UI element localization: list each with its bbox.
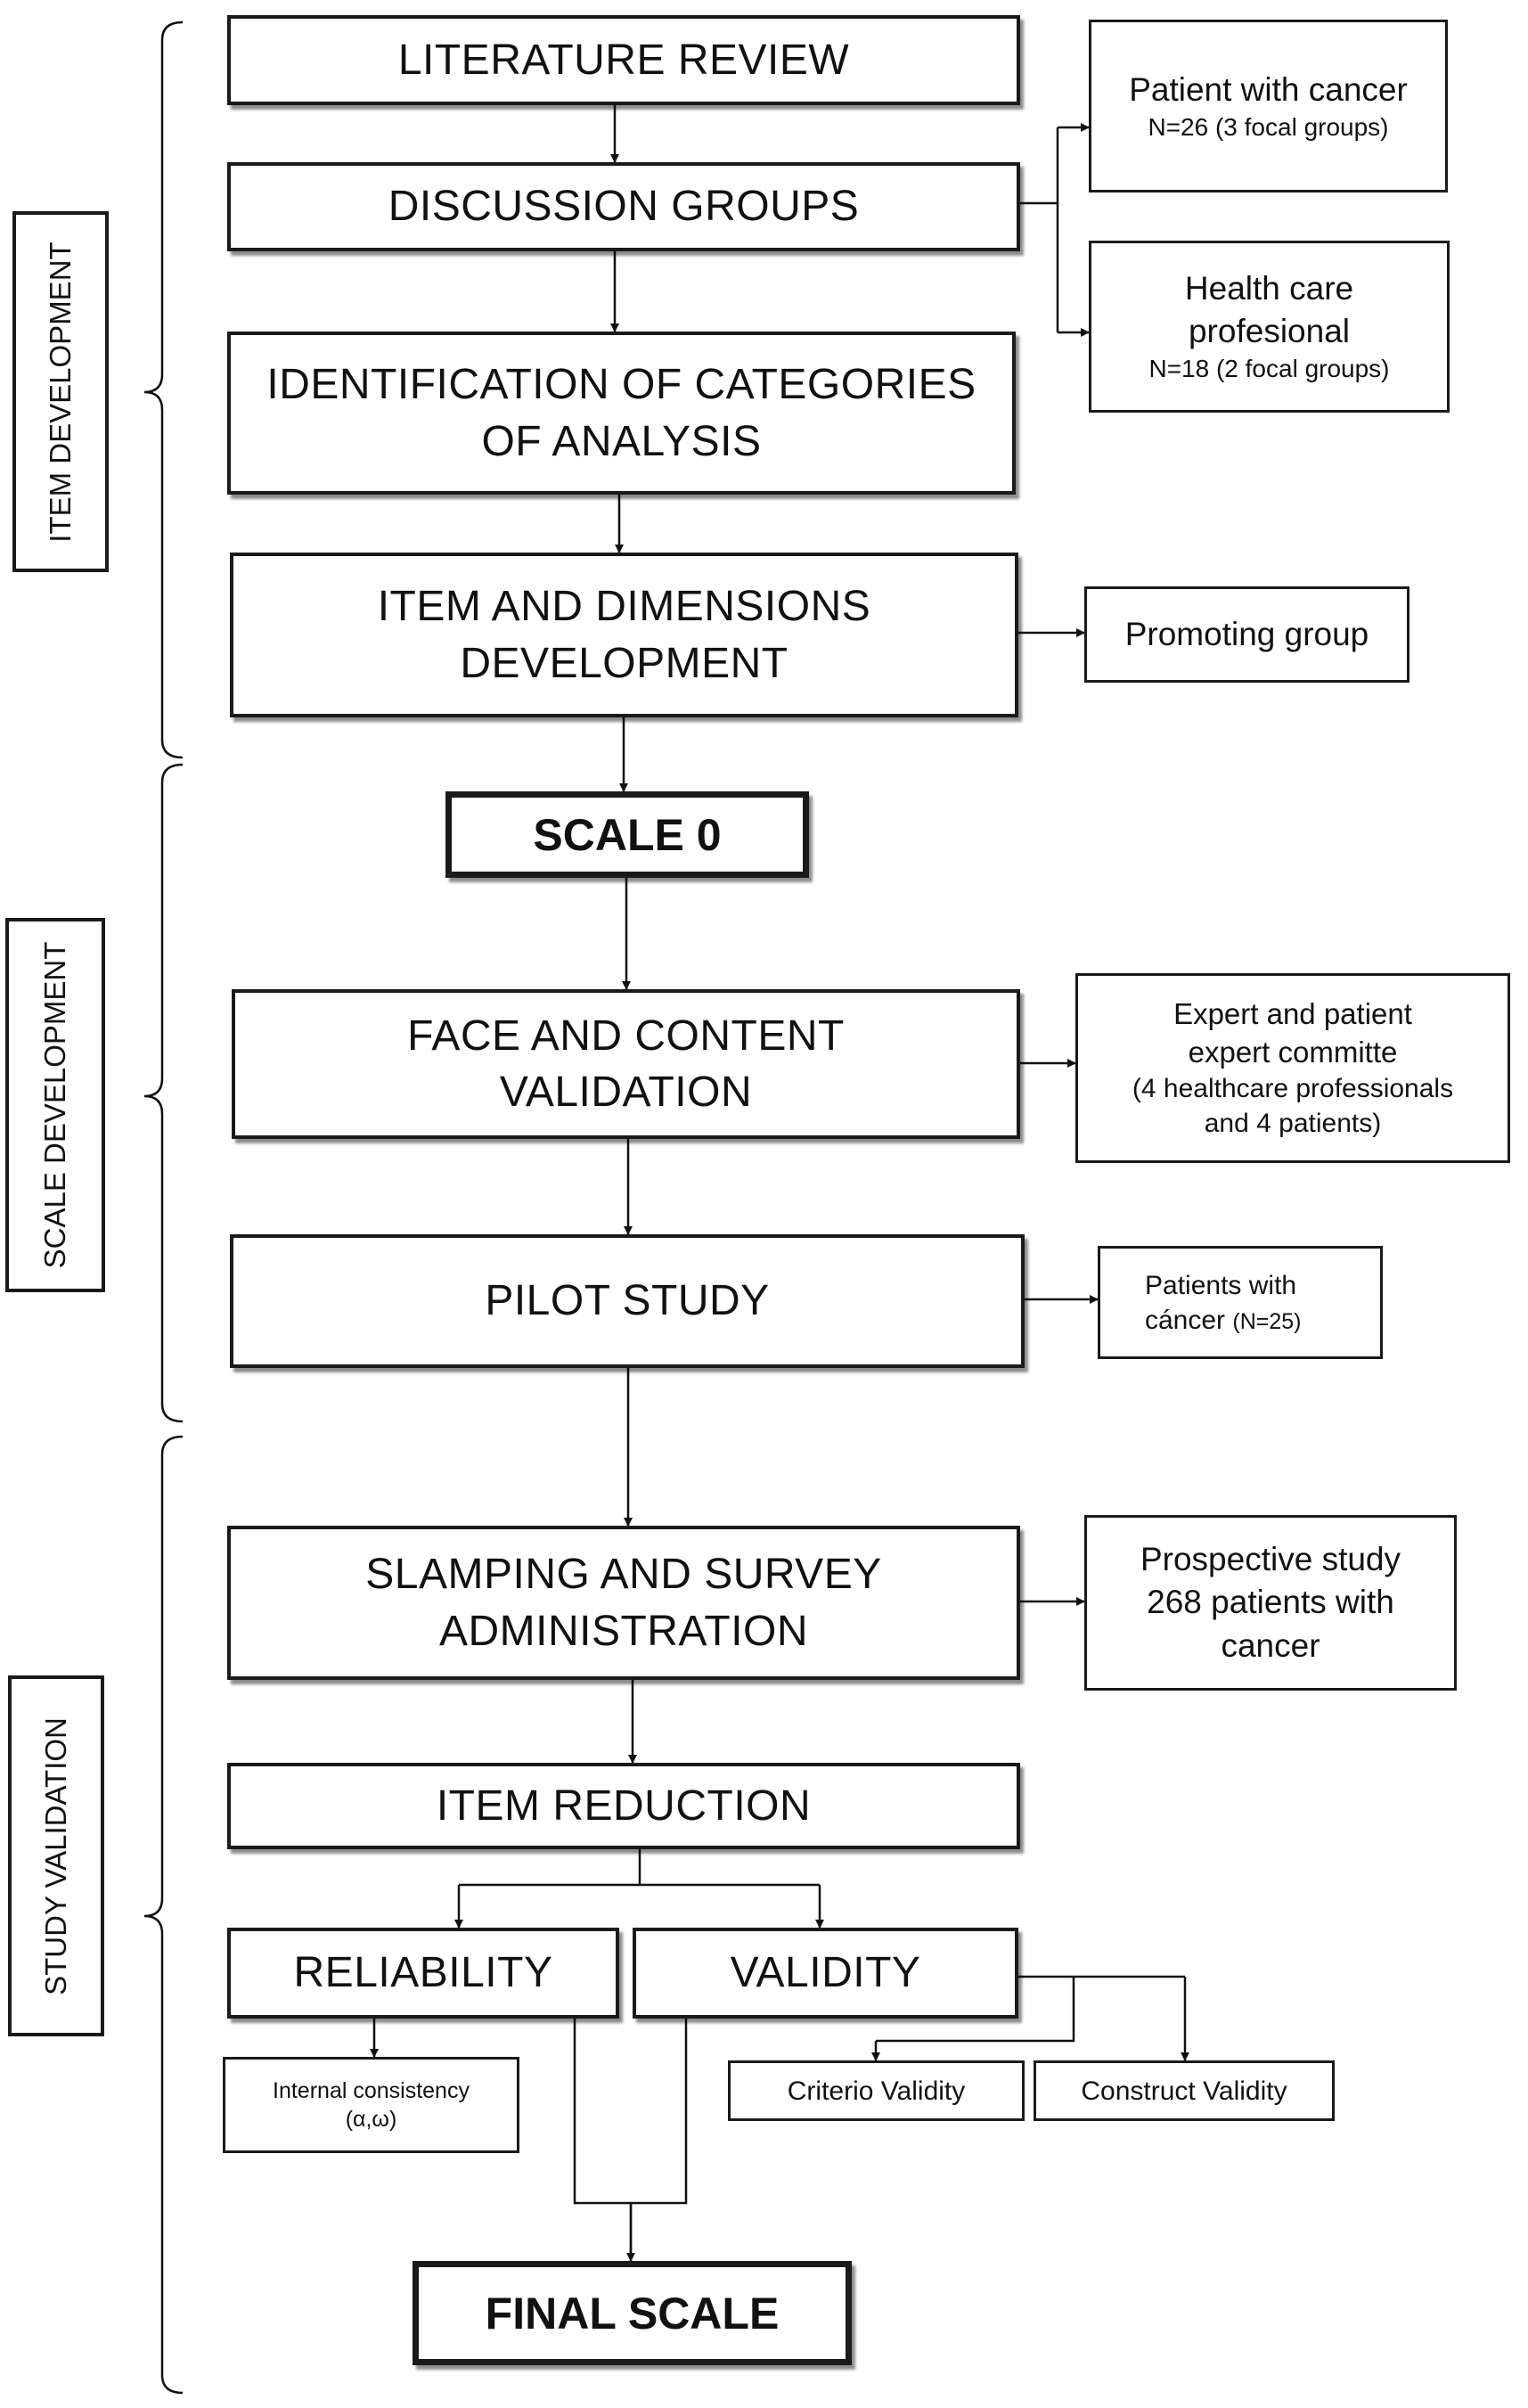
literature-review-label: LITERATURE REVIEW <box>397 36 850 84</box>
pilot-patients-line-2-wrap: cáncer (N=25) <box>1145 1303 1302 1338</box>
expert-line-2: expert committe <box>1188 1035 1398 1069</box>
step-scale-0: SCALE 0 <box>445 791 809 878</box>
expert-line-4: and 4 patients) <box>1204 1109 1382 1139</box>
connector-reduction-split <box>459 1849 820 1887</box>
pilot-patients-line-1: Patients with <box>1145 1270 1297 1300</box>
note-prospective-study: Prospective study 268 patients with canc… <box>1084 1515 1457 1691</box>
final-scale-label: FINAL SCALE <box>485 2288 780 2338</box>
promoting-group-label: Promoting group <box>1124 615 1369 652</box>
face-content-line-2: VALIDATION <box>499 1069 753 1116</box>
health-care-line-2: profesional <box>1188 313 1350 350</box>
phase-scale-development-text: SCALE DEVELOPMENT <box>38 941 71 1269</box>
validity-label: VALIDITY <box>730 1949 921 1997</box>
step-face-content-validation: FACE AND CONTENT VALIDATION <box>232 989 1020 1139</box>
patient-cancer-title: Patient with cancer <box>1129 70 1408 108</box>
step-identification-categories: IDENTIFICATION OF CATEGORIES OF ANALYSIS <box>227 332 1016 495</box>
phase-label-study-validation: STUDY VALIDATION <box>8 1675 104 2036</box>
pilot-study-label: PILOT STUDY <box>485 1277 770 1325</box>
step-reliability: RELIABILITY <box>227 1928 619 2019</box>
step-validity: VALIDITY <box>633 1928 1018 2019</box>
expert-line-3: (4 healthcare professionals <box>1132 1074 1454 1104</box>
note-internal-consistency: Internal consistency (α,ω) <box>223 2057 519 2153</box>
phase-item-development-text: ITEM DEVELOPMENT <box>44 241 77 543</box>
note-promoting-group: Promoting group <box>1084 586 1410 683</box>
health-care-line-1: Health care <box>1184 270 1354 307</box>
connector-validity-split <box>876 1975 1185 2043</box>
bracket-scale-development <box>143 763 184 1423</box>
bracket-study-validation <box>143 1435 184 2395</box>
item-dimensions-line-2: DEVELOPMENT <box>460 639 789 687</box>
reliability-label: RELIABILITY <box>293 1949 553 1997</box>
step-final-scale: FINAL SCALE <box>413 2261 852 2365</box>
note-criterio-validity: Criterio Validity <box>728 2060 1025 2121</box>
phase-label-item-development: ITEM DEVELOPMENT <box>12 211 109 572</box>
note-patient-with-cancer: Patient with cancer N=26 (3 focal groups… <box>1089 20 1448 192</box>
note-expert-committee: Expert and patient expert committe (4 he… <box>1075 973 1510 1163</box>
note-pilot-patients: Patients with cáncer (N=25) <box>1098 1246 1383 1359</box>
identification-line-1: IDENTIFICATION OF CATEGORIES <box>266 361 976 409</box>
item-dimensions-line-1: ITEM AND DIMENSIONS <box>377 583 871 631</box>
step-discussion-groups: DISCUSSION GROUPS <box>227 162 1020 251</box>
step-item-dimensions-development: ITEM AND DIMENSIONS DEVELOPMENT <box>230 553 1018 717</box>
slamping-line-1: SLAMPING AND SURVEY <box>365 1551 882 1599</box>
step-literature-review: LITERATURE REVIEW <box>227 15 1020 105</box>
pilot-patients-line-2: cáncer <box>1145 1305 1226 1335</box>
scale-0-label: SCALE 0 <box>533 809 722 860</box>
patient-cancer-detail: N=26 (3 focal groups) <box>1148 112 1389 141</box>
construct-validity-label: Construct Validity <box>1081 2076 1287 2106</box>
phase-label-scale-development: SCALE DEVELOPMENT <box>5 918 105 1292</box>
phase-study-validation-text: STUDY VALIDATION <box>39 1716 72 1995</box>
criterio-validity-label: Criterio Validity <box>787 2076 966 2106</box>
pilot-patients-n: (N=25) <box>1232 1308 1302 1334</box>
prospective-line-1: Prospective study <box>1140 1541 1401 1578</box>
internal-consistency-line-2: (α,ω) <box>345 2107 397 2132</box>
health-care-detail: N=18 (2 focal groups) <box>1148 355 1390 383</box>
identification-line-2: OF ANALYSIS <box>481 417 762 465</box>
face-content-line-1: FACE AND CONTENT <box>407 1012 845 1060</box>
step-pilot-study: PILOT STUDY <box>230 1234 1025 1368</box>
internal-consistency-line-1: Internal consistency <box>273 2077 470 2103</box>
prospective-line-3: cancer <box>1221 1626 1320 1664</box>
step-item-reduction: ITEM REDUCTION <box>227 1763 1020 1849</box>
expert-line-1: Expert and patient <box>1173 996 1412 1030</box>
slamping-line-2: ADMINISTRATION <box>438 1607 809 1655</box>
item-reduction-label: ITEM REDUCTION <box>436 1781 812 1830</box>
step-slamping-survey: SLAMPING AND SURVEY ADMINISTRATION <box>227 1526 1020 1680</box>
bracket-item-development <box>143 20 184 759</box>
prospective-line-2: 268 patients with <box>1147 1584 1394 1621</box>
note-construct-validity: Construct Validity <box>1034 2060 1335 2121</box>
discussion-groups-label: DISCUSSION GROUPS <box>388 183 860 231</box>
connector-discussion-branch <box>1018 127 1059 332</box>
note-health-care-professional: Health care profesional N=18 (2 focal gr… <box>1089 241 1450 413</box>
